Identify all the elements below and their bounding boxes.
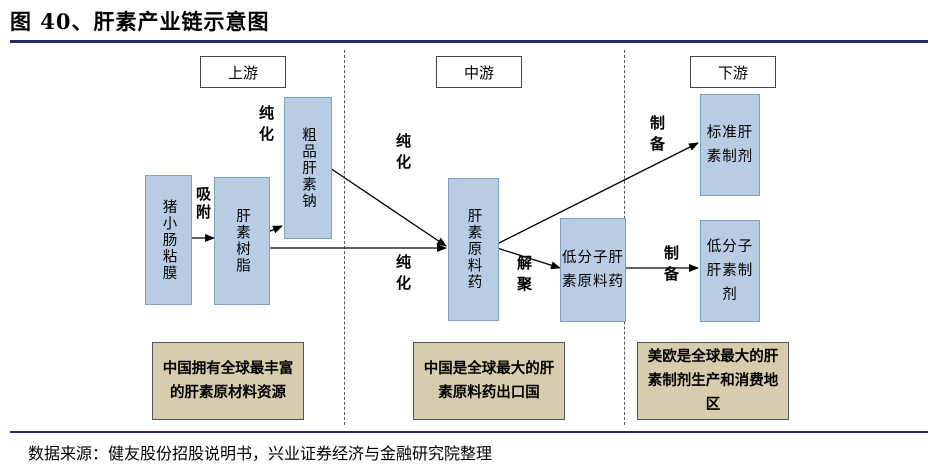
node-std-heparin-prep: 标准肝素制剂: [700, 94, 760, 196]
stage-midstream: 中游: [436, 56, 522, 88]
node-heparin-resin: 肝素树脂: [214, 177, 270, 305]
arrow-crude-to-api: [329, 167, 447, 247]
label-prepare-lower: 制备: [662, 245, 680, 287]
label-depolymerize: 解聚: [515, 255, 533, 297]
note-upstream: 中国拥有全球最丰富的肝素原材料资源: [152, 342, 304, 420]
node-crude-heparin: 粗品肝素钠: [284, 97, 332, 239]
arrow-api-to-std-prep: [496, 142, 699, 245]
node-pig-intestine: 猪小肠粘膜: [145, 175, 192, 305]
figure-title: 图 40、肝素产业链示意图: [10, 9, 270, 34]
stage-upstream: 上游: [200, 56, 286, 88]
label-purify-lower: 纯化: [394, 254, 412, 296]
footer-rule: [10, 431, 928, 433]
label-prepare-upper: 制备: [648, 115, 666, 157]
note-downstream: 美欧是全球最大的肝素制剂生产和消费地区: [637, 342, 789, 420]
data-source: 数据来源：健友股份招股说明书，兴业证券经济与金融研究院整理: [28, 444, 493, 463]
label-purify-middle: 纯化: [394, 133, 412, 175]
separator-upstream-midstream: [344, 50, 345, 425]
label-purify-upper: 纯化: [257, 105, 275, 147]
arrow-resin-to-crude: [267, 225, 283, 234]
title-underline: [10, 40, 928, 43]
label-adsorb: 吸附: [194, 186, 212, 222]
node-lmwh-prep: 低分子肝素制剂: [700, 220, 760, 322]
note-midstream: 中国是全球最大的肝素原料药出口国: [413, 342, 565, 420]
node-lmwh-api: 低分子肝素原料药: [560, 218, 626, 322]
node-heparin-api: 肝素原料药: [448, 178, 499, 321]
stage-downstream: 下游: [690, 56, 776, 88]
arrow-api-to-lmwh-api: [496, 247, 561, 270]
